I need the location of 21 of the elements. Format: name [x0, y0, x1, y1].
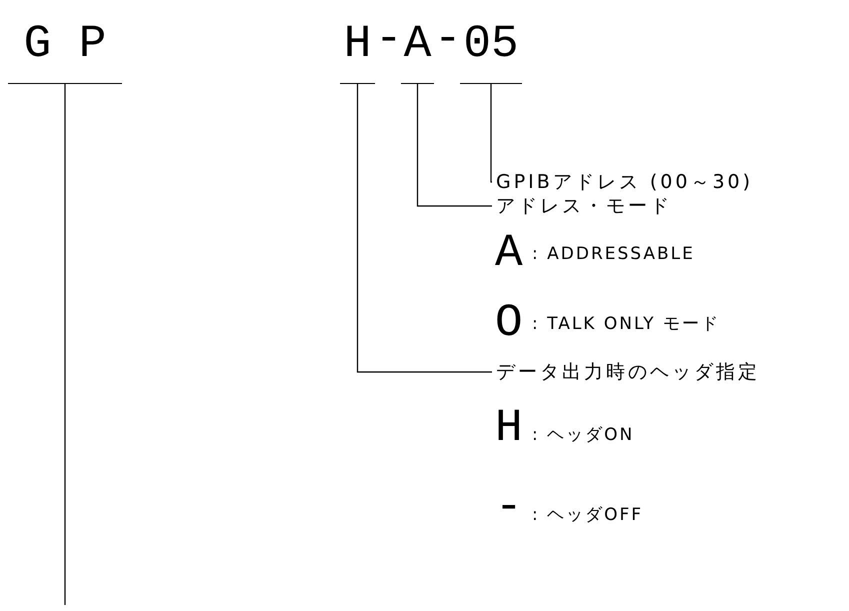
description-text: データ出力時のヘッダ指定: [496, 360, 836, 384]
display-character: O: [495, 298, 523, 348]
display-character: H: [495, 403, 523, 453]
display-character: -: [495, 482, 523, 532]
option-text: : ヘッダON: [532, 424, 634, 446]
option-text: : ADDRESSABLE: [532, 243, 695, 265]
code-character: A: [401, 14, 434, 84]
display-character: -: [434, 14, 462, 64]
option-text: : TALK ONLY モード: [532, 313, 720, 335]
description-text: アドレス・モード: [496, 194, 796, 218]
code-character: H: [340, 14, 375, 84]
leader-line: [64, 84, 66, 605]
display-character: -: [375, 14, 403, 64]
leader-line: [356, 84, 492, 373]
code-character: 05: [460, 14, 522, 84]
leader-line: [416, 84, 492, 207]
description-text: GPIBアドレス (00～30): [496, 170, 796, 194]
option-text: : ヘッダOFF: [532, 504, 644, 526]
code-character: G P: [8, 14, 122, 84]
leader-line: [490, 84, 492, 183]
display-character: A: [495, 228, 523, 278]
